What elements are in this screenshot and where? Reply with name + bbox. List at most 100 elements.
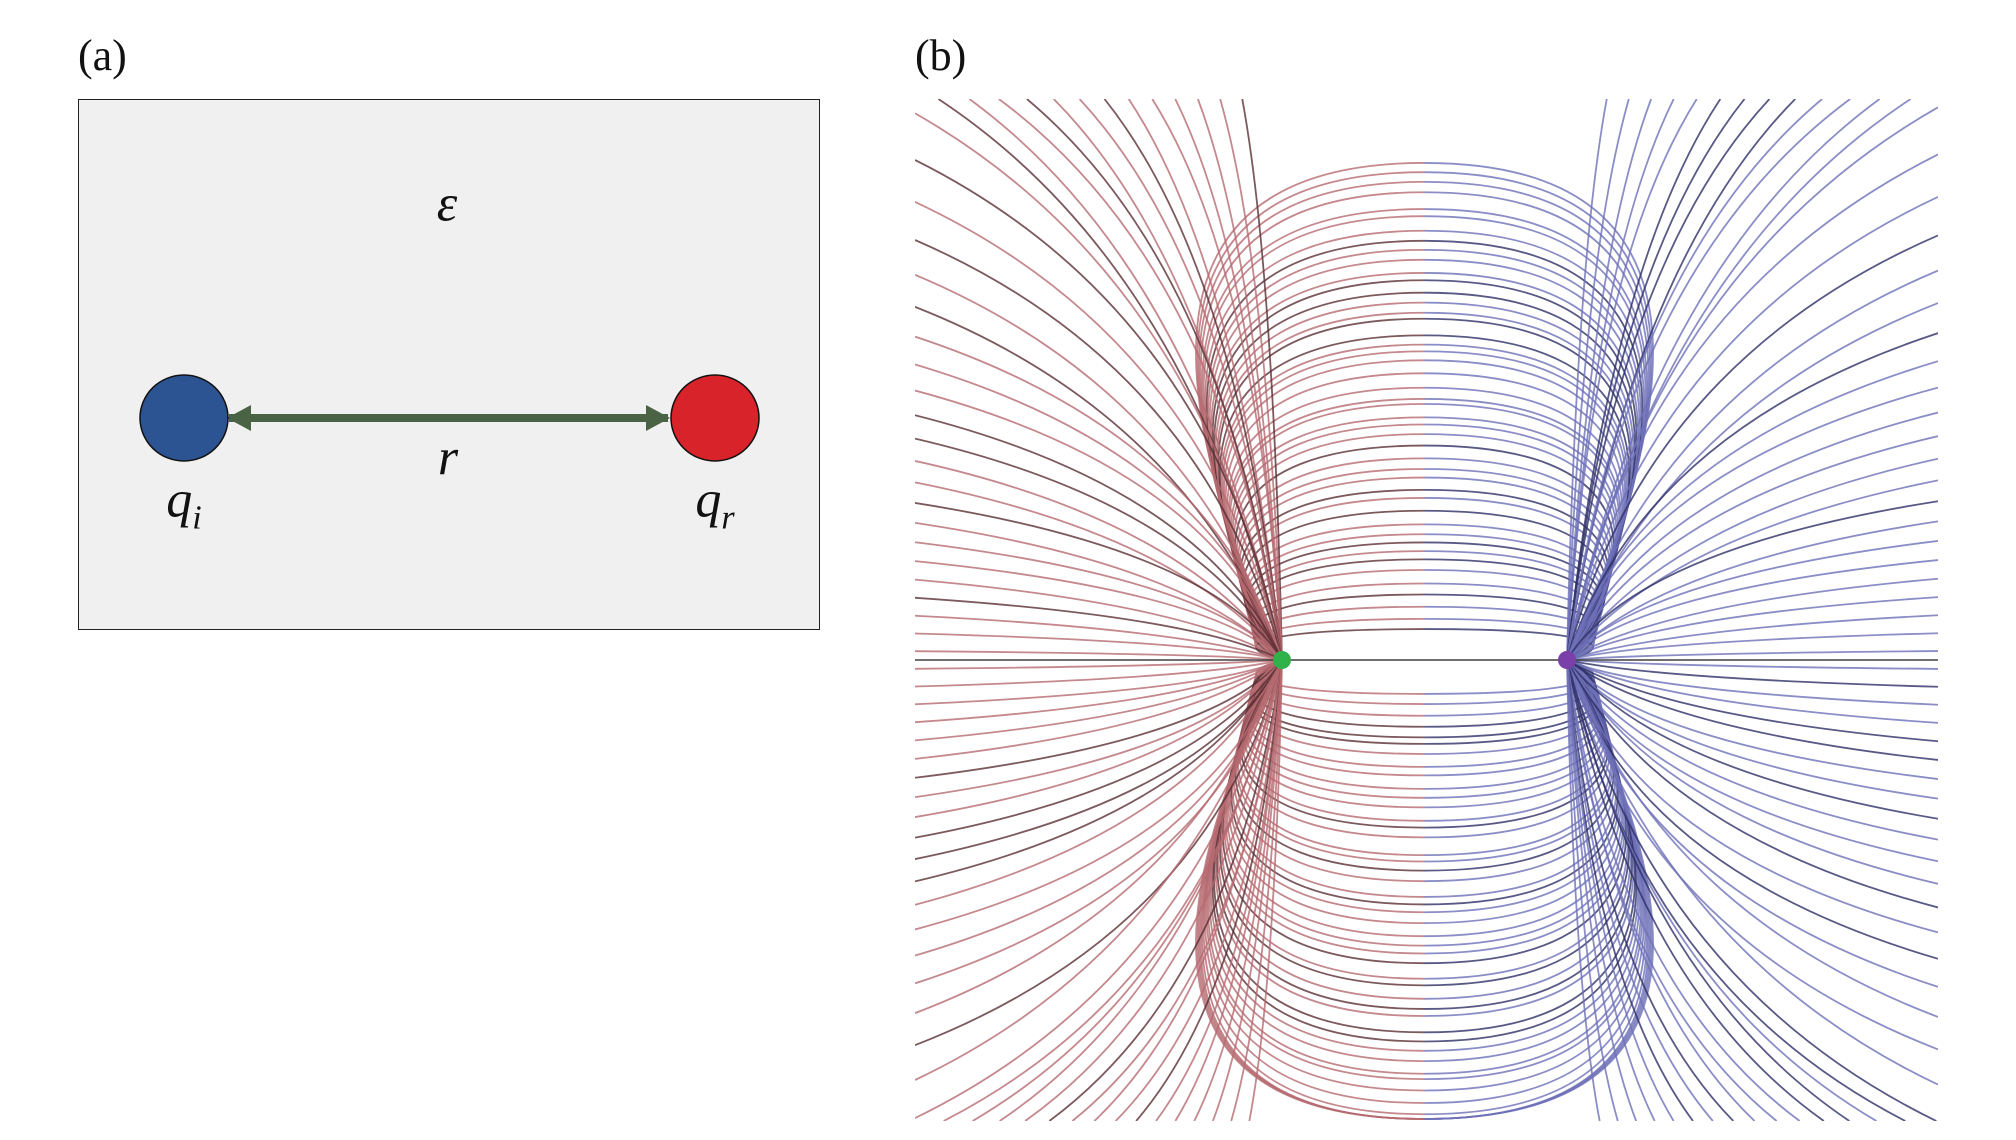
- field-line: [915, 659, 1283, 1081]
- coulomb-diagram-box: ε r qi qr: [78, 99, 820, 630]
- field-line: [915, 239, 1283, 661]
- field-line: [1566, 659, 1938, 934]
- charge-qi-circle: [139, 374, 229, 462]
- field-line: [1174, 659, 1283, 1121]
- field-line: [915, 650, 1283, 661]
- field-line: [915, 363, 1283, 661]
- field-line: [1566, 659, 1938, 841]
- charges-svg: [139, 374, 760, 462]
- field-line: [1566, 596, 1938, 661]
- field-line: [915, 201, 1283, 661]
- panel-b-label: (b): [915, 31, 967, 80]
- field-line: [915, 335, 1283, 661]
- field-line: [1566, 269, 1938, 661]
- field-line: [1115, 659, 1283, 1121]
- field-line: [1566, 411, 1938, 661]
- field-line: [915, 614, 1283, 661]
- field-line: [1566, 99, 1851, 661]
- field-line: [1566, 540, 1938, 661]
- field-line: [1566, 659, 1938, 1018]
- field-line: [1212, 659, 1283, 1121]
- field-line: [1566, 435, 1938, 661]
- field-line: [1566, 99, 1608, 661]
- field-line: [1238, 659, 1425, 839]
- field-line: [1193, 659, 1283, 1121]
- field-line: [1566, 659, 1937, 1121]
- charge-qr-symbol: q: [695, 471, 722, 529]
- field-line: [1566, 659, 1938, 820]
- field-line: [1566, 614, 1938, 661]
- field-line: [1566, 659, 1938, 724]
- field-line: [915, 659, 1283, 839]
- charge-qr-circle: [670, 374, 760, 462]
- charge-qi-subscript: i: [192, 499, 202, 537]
- field-line: [1566, 479, 1938, 661]
- field-line: [1566, 659, 1938, 885]
- left-charge-sphere: [1273, 651, 1291, 669]
- right-charge-sphere: [1558, 651, 1576, 669]
- field-line: [1424, 181, 1651, 661]
- field-line: [1566, 659, 1756, 1121]
- field-line: [1566, 659, 1619, 1121]
- field-line: [1424, 582, 1599, 661]
- field-line: [1566, 659, 1850, 1121]
- permittivity-symbol: ε: [436, 175, 458, 233]
- field-line: [1151, 99, 1283, 661]
- field-line: [1566, 659, 1801, 1121]
- field-line: [1566, 577, 1938, 661]
- field-line: [1078, 99, 1283, 661]
- field-line: [1566, 659, 1938, 706]
- field-line: [915, 414, 1283, 661]
- field-line: [1566, 659, 1675, 1121]
- field-line: [915, 389, 1283, 661]
- field-line: [1566, 659, 1656, 1121]
- field-line: [915, 659, 1283, 1014]
- field-line: [1566, 99, 1630, 661]
- field-line: [915, 460, 1283, 661]
- field-line: [1566, 386, 1938, 661]
- field-line: [1424, 162, 1654, 661]
- field-line: [1566, 360, 1938, 661]
- field-line: [1198, 181, 1425, 661]
- field-lines-svg: [915, 99, 1938, 1121]
- field-line: [915, 578, 1283, 661]
- field-line: [1566, 196, 1938, 661]
- field-line: [1566, 99, 1912, 661]
- field-line: [1103, 99, 1283, 661]
- field-line: [915, 659, 1283, 931]
- field-line: [1048, 659, 1283, 1121]
- field-line: [1024, 659, 1283, 1121]
- panel-a-label: (a): [78, 31, 127, 80]
- field-line: [915, 659, 1283, 1119]
- field-line: [1566, 659, 1637, 1121]
- field-line: [915, 560, 1283, 661]
- field-line: [1566, 332, 1938, 661]
- field-line: [1566, 659, 1601, 1121]
- field-line: [1566, 659, 1938, 670]
- field-line: [915, 659, 1283, 906]
- field-lines-render: [915, 99, 1938, 1121]
- field-line: [915, 541, 1283, 661]
- field-line: [915, 659, 1283, 724]
- field-line: [1566, 659, 1938, 800]
- field-line: [1248, 659, 1283, 1121]
- field-line: [1424, 659, 1611, 839]
- charge-qr-label: qr: [695, 471, 734, 538]
- field-line: [1566, 659, 1938, 1086]
- field-line: [1093, 659, 1283, 1121]
- field-line: [915, 659, 1283, 1047]
- field-line: [915, 159, 1283, 661]
- charge-qi-label: qi: [166, 471, 201, 538]
- field-line: [915, 659, 1283, 799]
- field-line: [915, 596, 1283, 661]
- field-line: [1566, 99, 1652, 661]
- field-line: [1566, 659, 1938, 743]
- field-line: [1566, 153, 1938, 661]
- field-line: [999, 659, 1283, 1121]
- field-line: [915, 659, 1283, 779]
- field-line: [915, 502, 1283, 661]
- field-line: [1135, 659, 1283, 1121]
- field-line: [915, 437, 1283, 661]
- field-line: [1566, 659, 1734, 1121]
- charge-qi-symbol: q: [166, 471, 193, 529]
